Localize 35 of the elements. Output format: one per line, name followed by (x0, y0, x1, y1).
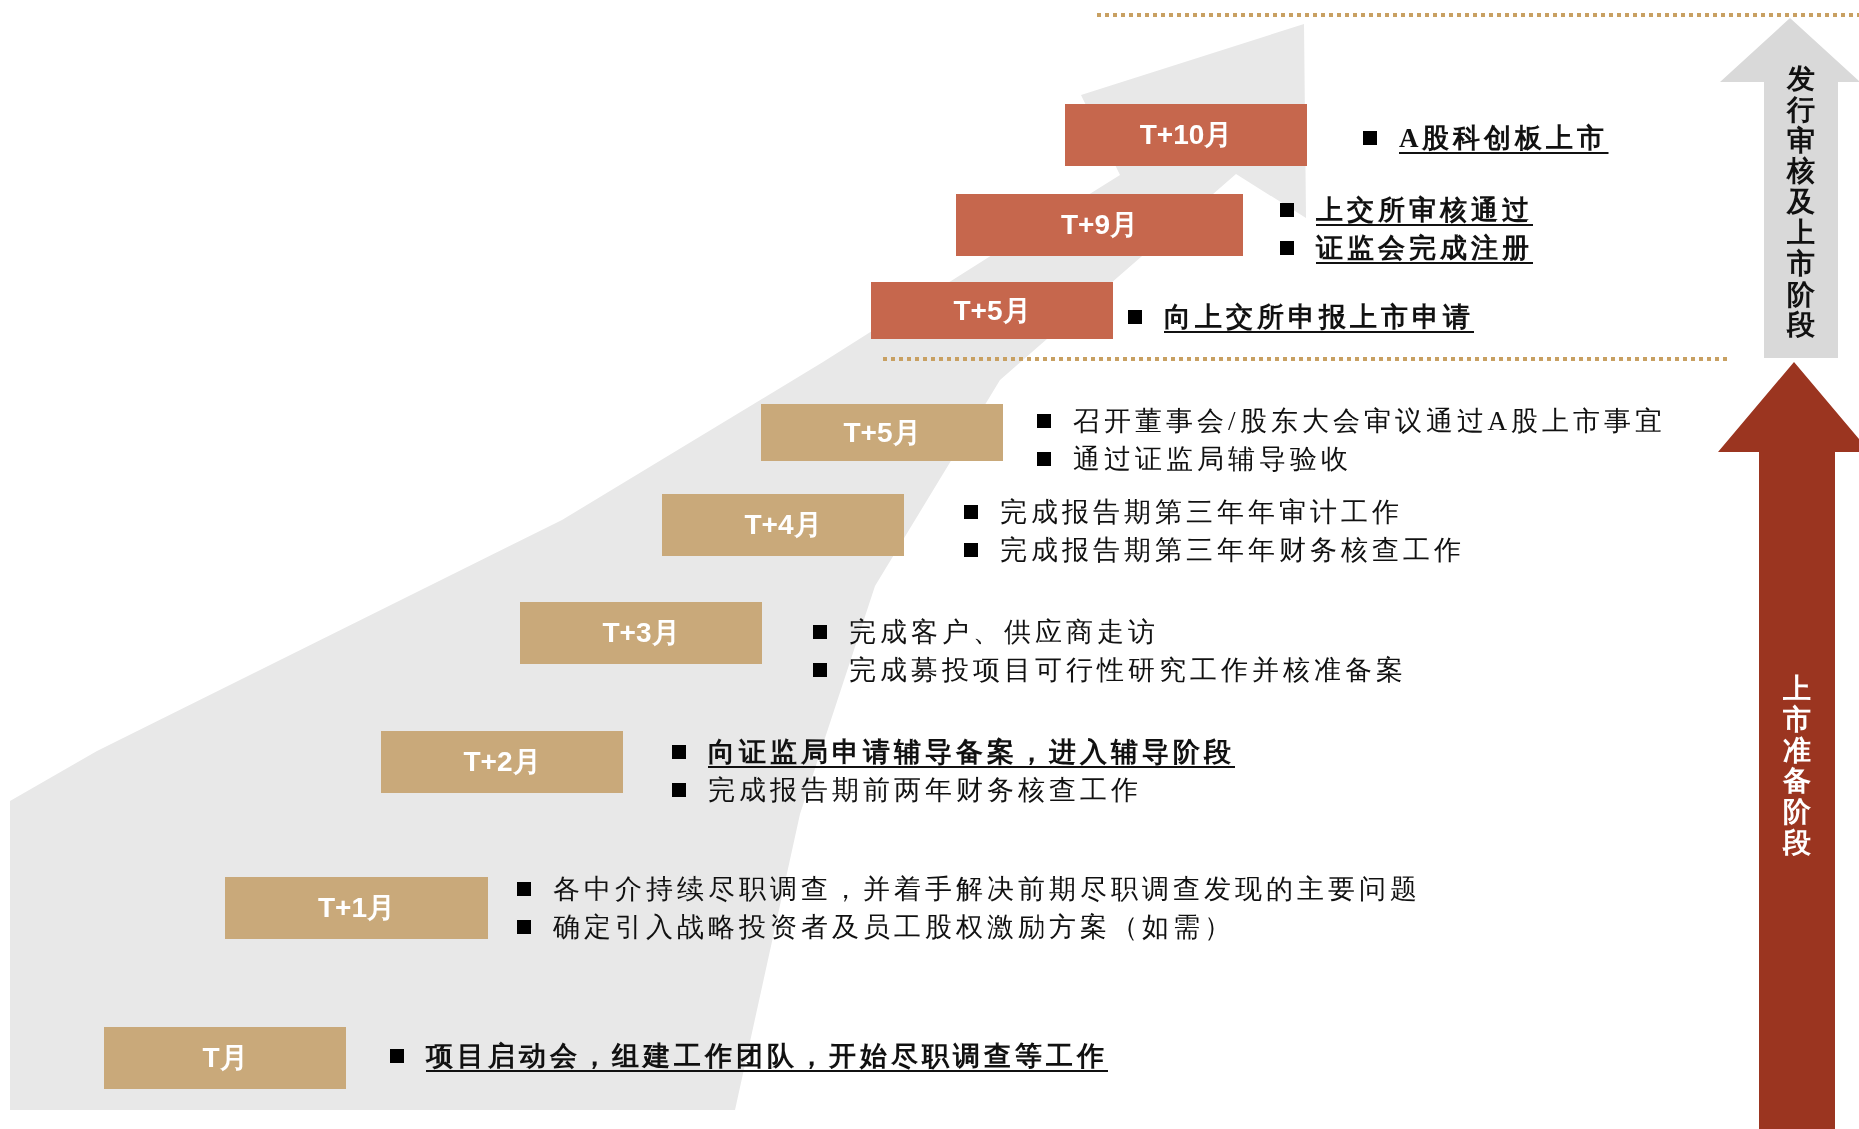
milestone-task: 完成募投项目可行性研究工作并核准备案 (849, 654, 1407, 687)
milestone-task: 完成客户、供应商走访 (849, 616, 1159, 649)
milestone-label: T+1月 (318, 891, 395, 925)
milestone-box (956, 194, 1243, 256)
milestone-task: 项目启动会，组建工作团队，开始尽职调查等工作 (426, 1040, 1108, 1073)
milestone-task: 完成报告期前两年财务核查工作 (708, 774, 1142, 807)
milestone-box (871, 282, 1113, 339)
phase-label: 发行审核及上市阶段 (1787, 64, 1815, 342)
milestone-box (381, 731, 623, 793)
milestone-label: T+3月 (602, 616, 680, 650)
milestone-label: T+5月 (953, 293, 1031, 328)
milestone-task: 证监会完成注册 (1316, 232, 1533, 265)
milestone-task: 确定引入战略投资者及员工股权激励方案（如需） (553, 911, 1235, 944)
milestone-box (1065, 104, 1307, 166)
milestone-task: 完成报告期第三年年审计工作 (1000, 496, 1403, 529)
milestone-label: T+5月 (843, 415, 921, 450)
milestone-box (104, 1027, 346, 1089)
milestone-task: 各中介持续尽职调查，并着手解决前期尽职调查发现的主要问题 (553, 873, 1421, 906)
milestone-task: 召开董事会/股东大会审议通过A股上市事宜 (1073, 405, 1666, 438)
milestone-label: T+10月 (1139, 118, 1233, 152)
milestone-box (761, 404, 1003, 461)
milestone-box (662, 494, 904, 556)
milestone-box (520, 602, 762, 664)
milestone-label: T+4月 (744, 508, 822, 542)
milestone-label: T月 (202, 1041, 248, 1075)
milestone-task: 通过证监局辅导验收 (1073, 443, 1352, 476)
milestone-task: 完成报告期第三年年财务核查工作 (1000, 534, 1465, 567)
phase-label: 上市准备阶段 (1783, 674, 1811, 859)
milestone-task: 上交所审核通过 (1316, 194, 1533, 227)
milestone-task: A股科创板上市 (1399, 122, 1609, 155)
milestone-label: T+9月 (1061, 208, 1138, 242)
milestone-task: 向上交所申报上市申请 (1164, 301, 1474, 334)
milestone-label: T+2月 (463, 745, 541, 779)
milestone-task: 向证监局申请辅导备案，进入辅导阶段 (708, 736, 1235, 769)
milestone-box (225, 877, 488, 939)
